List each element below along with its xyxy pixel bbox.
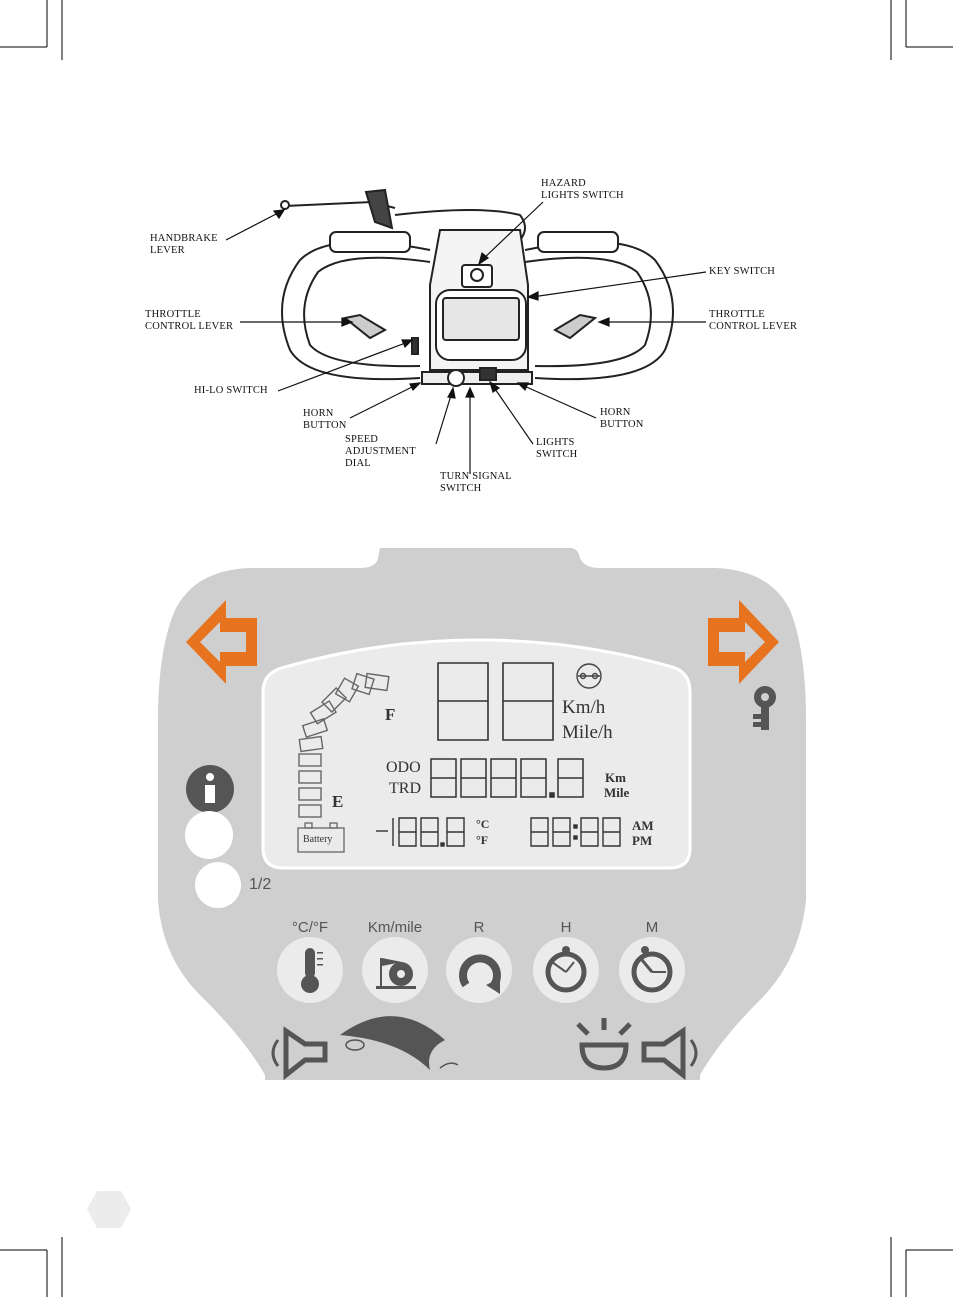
odo-label: ODO xyxy=(386,759,421,777)
blank-button-2 xyxy=(195,862,241,908)
blank-button-1 xyxy=(185,811,233,859)
page-number-hexagon xyxy=(87,1191,131,1228)
hour-button-caption[interactable]: H xyxy=(526,919,606,936)
temp-unit-f: °F xyxy=(476,833,488,848)
dist-unit-km: Km xyxy=(605,770,626,786)
speed-unit-kmh: Km/h xyxy=(562,697,605,719)
minute-button-caption[interactable]: M xyxy=(612,919,692,936)
temp-unit-c: °C xyxy=(476,817,489,832)
fuel-full-label: F xyxy=(385,705,395,725)
km-mile-button-caption[interactable]: Km/mile xyxy=(355,919,435,936)
dist-unit-mile: Mile xyxy=(604,785,629,801)
trd-label: TRD xyxy=(389,780,421,798)
info-icon xyxy=(186,765,234,813)
battery-label: Battery xyxy=(303,834,332,845)
reset-button-caption[interactable]: R xyxy=(439,919,519,936)
speed-unit-mph: Mile/h xyxy=(562,722,613,744)
fuel-empty-label: E xyxy=(332,792,343,812)
half-label: 1/2 xyxy=(249,876,271,894)
pm-label: PM xyxy=(632,833,652,849)
am-label: AM xyxy=(632,818,654,834)
temp-unit-button-caption[interactable]: °C/°F xyxy=(270,919,350,936)
